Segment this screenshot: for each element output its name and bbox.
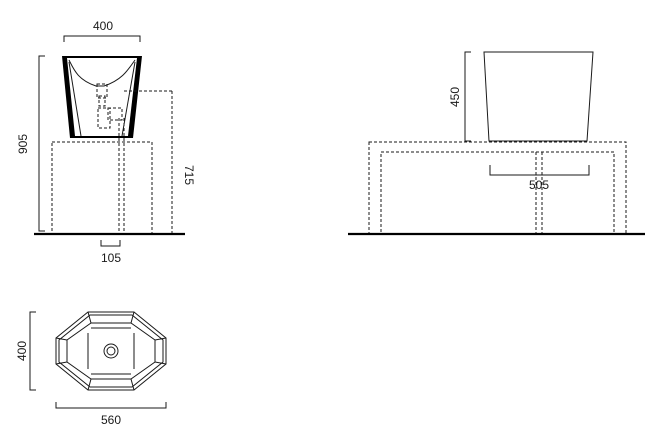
front-width-dimension [63,35,141,42]
side-inset-dimension [489,165,590,176]
top-view: 400 560 [15,311,167,427]
side-cabinet-outer [368,141,627,235]
top-depth-dimension [29,311,36,391]
front-basin-inner [67,58,137,136]
front-drain-offset-label: 105 [101,251,121,265]
top-basin-outline [55,311,167,391]
top-width-dimension [55,402,167,409]
front-total-height-dimension [38,55,45,232]
top-bowl-outline [66,322,156,380]
top-width-label: 560 [101,413,121,427]
front-pedestal-height-label: 715 [182,165,196,185]
side-basin-outline [483,51,594,142]
front-view: 400 905 715 105 [16,19,196,265]
front-width-label: 400 [93,19,113,33]
side-cabinet-inner [380,151,615,235]
front-waste-fitting [96,83,108,99]
side-basin-height-label: 450 [448,87,462,107]
top-drain-outer [103,343,119,359]
side-basin-height-dimension [464,51,471,142]
front-drain-offset-dimension [100,240,121,247]
front-basin-inner-contour [68,59,136,87]
side-view: 450 505 [348,51,645,236]
front-pedestal [51,141,153,235]
front-total-height-label: 905 [16,134,30,154]
side-inset-width-label: 505 [529,178,549,192]
top-depth-label: 400 [15,341,29,361]
top-drain-inner [106,346,116,356]
